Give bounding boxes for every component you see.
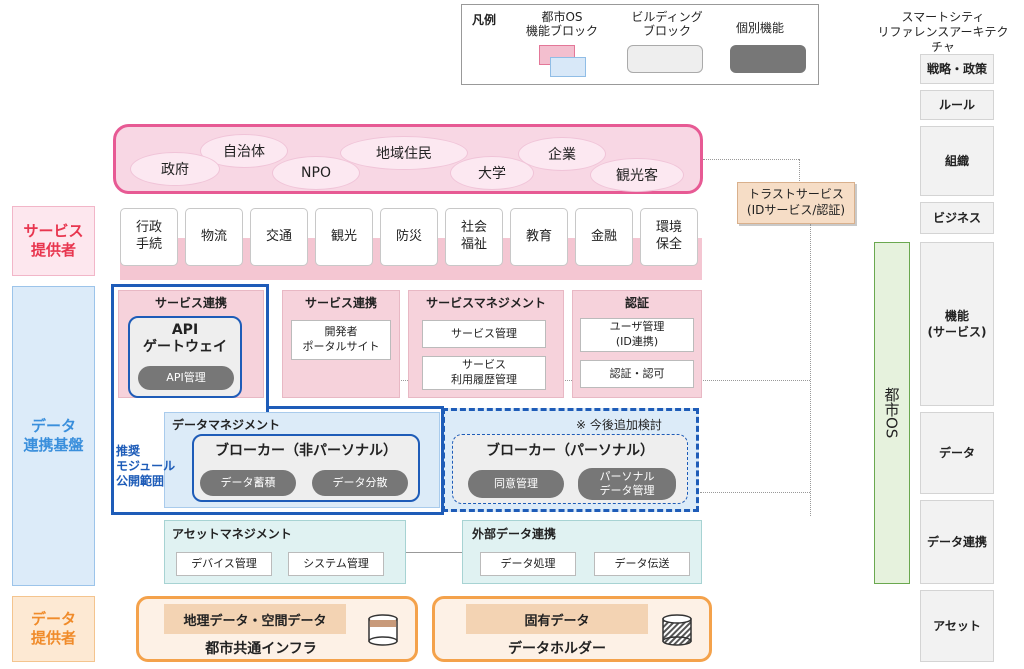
recommended-module-label: 推奨 モジュール 公開範囲 [116,444,176,488]
reference-item-business: ビジネス [920,202,994,234]
entity-government: 政府 [130,152,220,186]
provider-infra-name: 都市共通インフラ [205,641,317,657]
reference-item-strategy: 戦略・政策 [920,54,994,84]
role-service-provider: サービス 提供者 [12,206,95,276]
asset-management-title: アセットマネジメント [172,527,292,541]
legend-individual-label: 個別機能 [736,21,785,35]
reference-item-organization: 組織 [920,126,994,196]
api-management-pill: API管理 [138,366,234,390]
system-management-item: システム管理 [288,552,384,576]
legend-individual-swatch [730,45,806,73]
service-management-item: サービス管理 [422,320,546,348]
reference-item-asset: アセット [920,590,994,662]
role-data-platform: データ 連携基盤 [12,286,95,586]
city-os-label: 都市OS [882,387,901,439]
service-link-title-2: サービス連携 [304,296,377,310]
broker-non-personal-label: ブローカー（非パーソナル） [215,443,397,459]
recommended-module-outline-lower [111,409,444,515]
service-history-item: サービス 利用履歴管理 [422,356,546,390]
service-tile-education: 教育 [510,208,568,266]
data-storage-pill: データ蓄積 [200,470,296,496]
legend-building-swatch [627,45,703,73]
future-note: ※ 今後追加検討 [576,418,662,432]
trust-service-box: トラストサービス (IDサービス/認証) [737,182,855,224]
service-tile-admin: 行政 手続 [120,208,178,266]
entity-npo: NPO [272,156,360,190]
striped-database-icon [662,614,692,646]
api-gateway-label: API ゲートウェイ [143,322,227,355]
recommended-module-outline-mid [266,406,444,409]
data-management-title: データマネジメント [172,418,281,432]
auth-title: 認証 [624,296,649,310]
legend-building-block-label: ビルディング ブロック [631,10,703,38]
entity-tourists: 観光客 [590,158,684,192]
data-distribution-pill: データ分散 [312,470,408,496]
personal-data-management-pill: パーソナル データ管理 [578,468,676,500]
reference-item-data: データ [920,412,994,494]
device-management-item: デバイス管理 [176,552,272,576]
data-processing-item: データ処理 [480,552,576,576]
reference-item-rules: ルール [920,90,994,120]
legend-title: 凡例 [472,13,497,27]
service-tile-welfare: 社会 福祉 [445,208,503,266]
provider-holder-label: 固有データ [466,604,648,634]
recommended-module-outline [111,284,269,412]
entity-university: 大学 [450,156,534,190]
service-tile-logistics: 物流 [185,208,243,266]
service-link-title-1: サービス連携 [154,296,227,310]
service-tile-finance: 金融 [575,208,633,266]
service-management-title: サービスマネジメント [426,296,546,310]
service-tile-environment: 環境 保全 [640,208,698,266]
user-management-item: ユーザ管理 (ID連携) [580,318,694,352]
service-tile-disaster: 防災 [380,208,438,266]
consent-management-pill: 同意管理 [468,470,564,498]
connector-entities-trust [703,159,799,160]
role-data-provider: データ 提供者 [12,596,95,662]
service-tile-transport: 交通 [250,208,308,266]
entity-company: 企業 [518,137,606,171]
connector-trust-vertical-down [810,224,811,516]
provider-infra-label: 地理データ・空間データ [164,604,346,634]
provider-holder-name: データホルダー [508,641,606,657]
city-os-bar: 都市OS [874,242,910,584]
legend-os-swatch-blue [550,57,586,77]
entity-local-government: 自治体 [200,134,288,168]
reference-title: スマートシティ リファレンスアーキテクチャ [877,10,1009,54]
legend-os-block-label: 都市OS 機能ブロック [525,10,598,38]
connector-future-trust [700,492,810,493]
reference-item-function: 機能 (サービス) [920,242,994,406]
legend: 凡例 都市OS 機能ブロック ビルディング ブロック 個別機能 [461,4,819,85]
data-transmission-item: データ伝送 [594,552,690,576]
database-icon [368,614,398,646]
entity-residents: 地域住民 [340,136,468,170]
broker-personal-label: ブローカー（パーソナル） [486,443,654,459]
service-tile-tourism: 観光 [315,208,373,266]
external-linkage-title: 外部データ連携 [472,527,557,541]
auth-authz-item: 認証・認可 [580,360,694,388]
developer-portal: 開発者 ポータルサイト [291,320,391,360]
connector-trust-vertical-top [799,159,800,183]
reference-item-data-linkage: データ連携 [920,500,994,584]
connector-asset-external [406,552,462,553]
